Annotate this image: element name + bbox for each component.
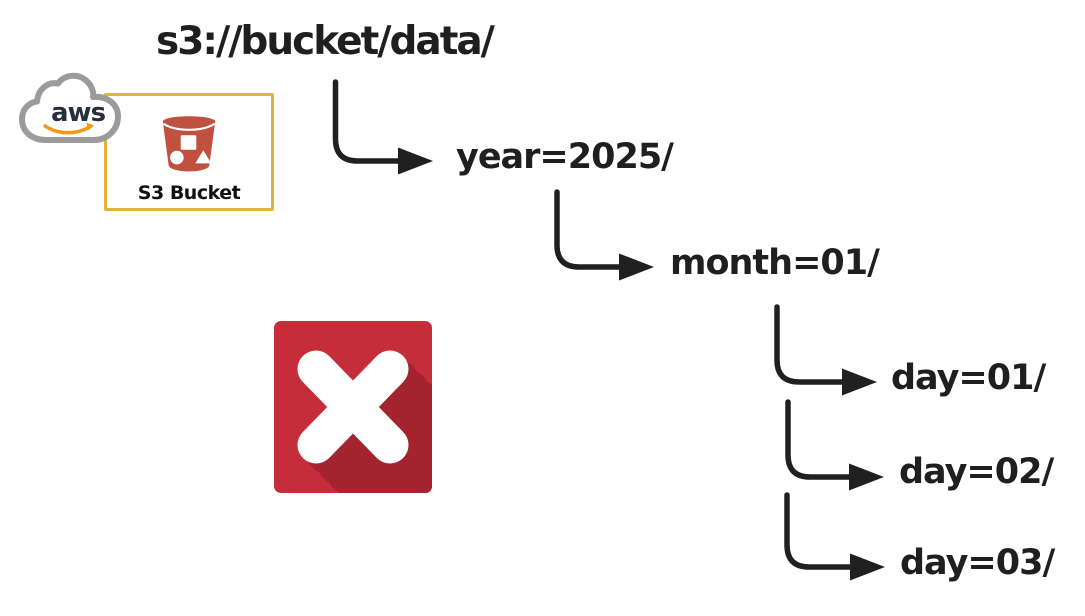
connector-month-to-day02 xyxy=(785,399,884,491)
aws-smile-swoosh xyxy=(43,124,93,135)
tree-node-month: month=01/ xyxy=(670,243,880,283)
s3-bucket-icon xyxy=(162,116,216,172)
tree-node-day-03: day=03/ xyxy=(900,543,1055,583)
tree-node-day-02: day=02/ xyxy=(899,452,1054,492)
tree-node-year: year=2025/ xyxy=(456,137,674,177)
tree-node-day-01: day=01/ xyxy=(891,358,1046,398)
red-x-cross-icon xyxy=(274,321,432,493)
aws-logo-text: aws xyxy=(51,98,106,128)
connector-root-to-year xyxy=(332,79,433,175)
connector-month-to-day01 xyxy=(774,304,877,396)
connector-year-to-month xyxy=(554,189,654,281)
s3-bucket-card: S3 Bucket xyxy=(104,93,274,211)
aws-cloud-icon: aws xyxy=(19,72,121,143)
root-path-label: s3://bucket/data/ xyxy=(156,19,495,64)
s3-bucket-card-label: S3 Bucket xyxy=(137,182,241,204)
connector-month-to-day03 xyxy=(784,492,885,581)
